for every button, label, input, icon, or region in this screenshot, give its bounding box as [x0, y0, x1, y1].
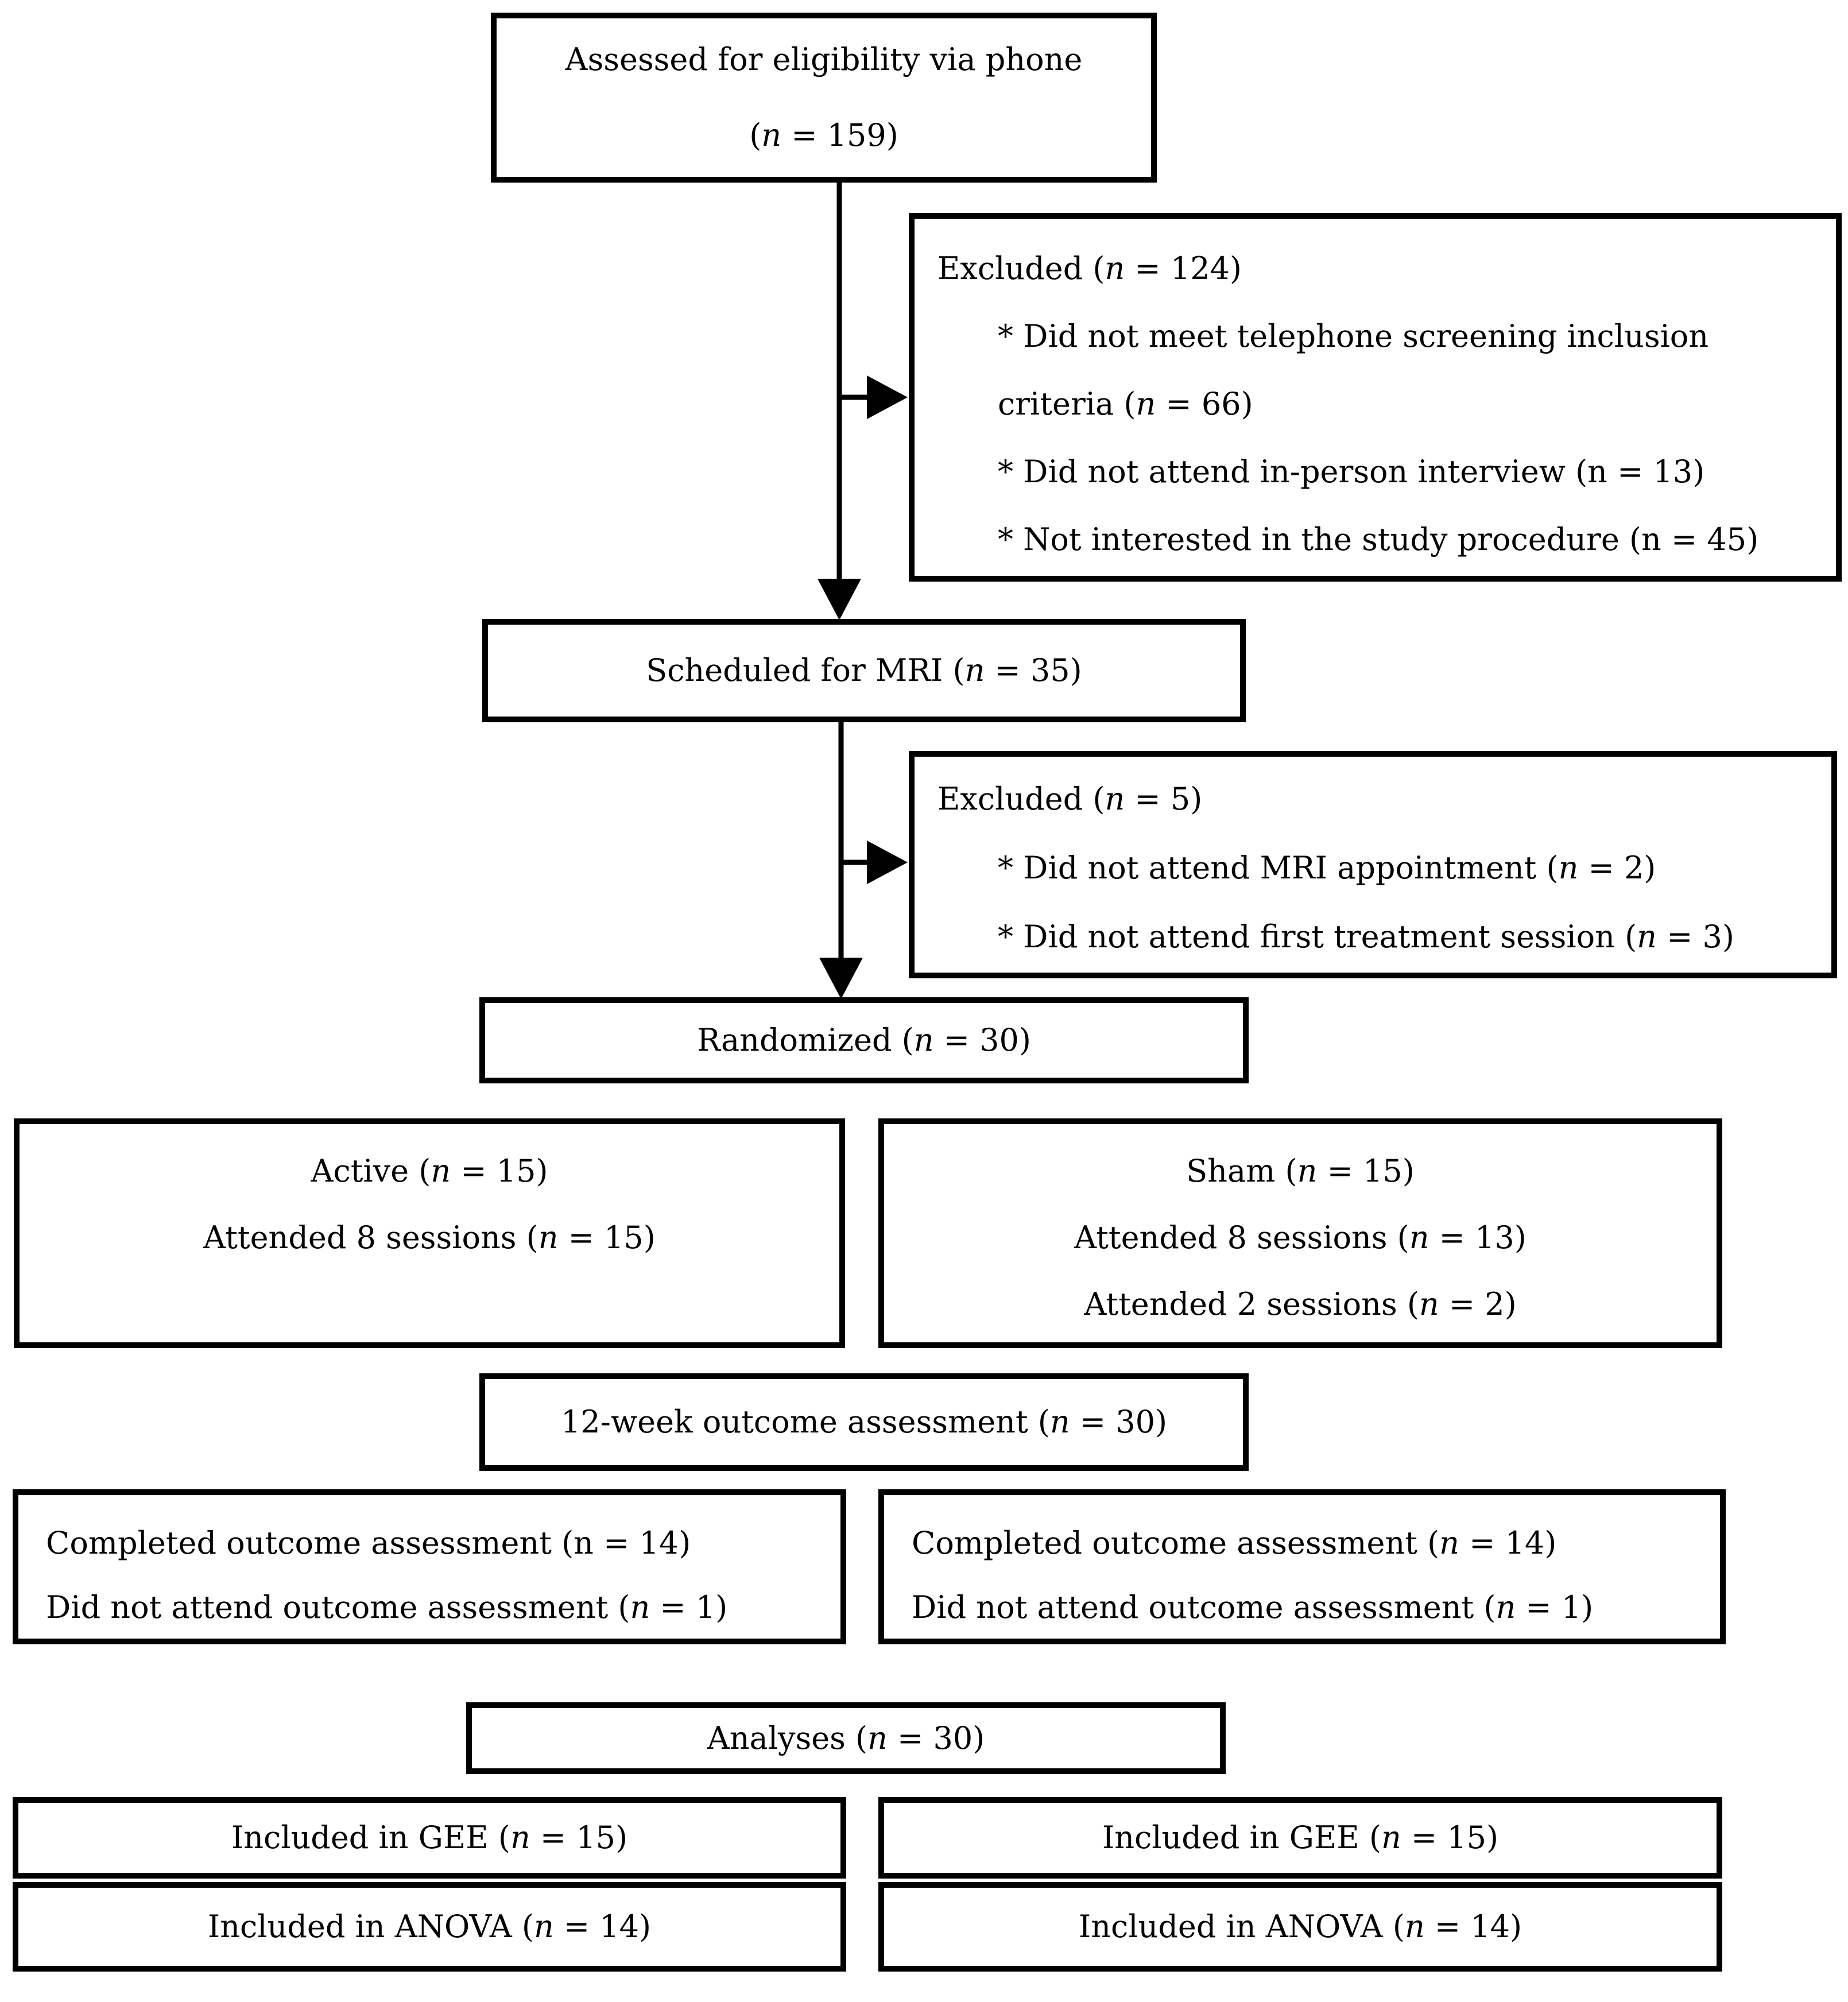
arrowhead-right-icon	[867, 841, 908, 884]
gee-active-box: Included in GEE (n = 15)	[13, 1797, 846, 1879]
active-group-box: Active (n = 15) Attended 8 sessions (n =…	[14, 1118, 845, 1348]
excluded-phone-reason-3: * Not interested in the study procedure …	[998, 521, 1759, 557]
sham-group-sessions-2: Attended 2 sessions (n = 2)	[1084, 1286, 1517, 1322]
sham-group-box: Sham (n = 15) Attended 8 sessions (n = 1…	[878, 1118, 1722, 1348]
excluded-phone-title: Excluded (n = 124)	[937, 250, 1242, 286]
arrowhead-right-icon	[867, 375, 908, 419]
anova-active-box: Included in ANOVA (n = 14)	[13, 1882, 846, 1972]
randomized-label: Randomized (n = 30)	[697, 1022, 1031, 1058]
excluded-phone-reason-1: * Did not meet telephone screening inclu…	[998, 318, 1709, 354]
completed-outcome-active-box: Completed outcome assessment (n = 14) Di…	[13, 1489, 846, 1644]
sham-group-sessions-8: Attended 8 sessions (n = 13)	[1074, 1219, 1527, 1256]
anova-sham-box: Included in ANOVA (n = 14)	[878, 1882, 1722, 1972]
completed-outcome-sham-line-1: Completed outcome assessment (n = 14)	[912, 1525, 1557, 1561]
scheduled-mri-label: Scheduled for MRI (n = 35)	[646, 652, 1082, 688]
completed-outcome-sham-line-2: Did not attend outcome assessment (n = 1…	[912, 1589, 1594, 1625]
assessed-line-2: (n = 159)	[749, 117, 898, 153]
anova-active-label: Included in ANOVA (n = 14)	[207, 1908, 652, 1945]
active-group-label: Active (n = 15)	[311, 1153, 548, 1189]
active-group-sessions-8: Attended 8 sessions (n = 15)	[203, 1219, 656, 1256]
excluded-phone-reason-2: * Did not attend in-person interview (n …	[998, 454, 1705, 490]
excluded-mri-title: Excluded (n = 5)	[937, 781, 1203, 817]
randomized-box: Randomized (n = 30)	[479, 997, 1249, 1083]
outcome-12week-label: 12-week outcome assessment (n = 30)	[560, 1404, 1168, 1440]
analyses-label: Analyses (n = 30)	[707, 1720, 985, 1756]
completed-outcome-sham-box: Completed outcome assessment (n = 14) Di…	[878, 1489, 1726, 1644]
excluded-mri-box: Excluded (n = 5) * Did not attend MRI ap…	[909, 751, 1837, 978]
excluded-mri-reason-1: * Did not attend MRI appointment (n = 2)	[998, 850, 1656, 886]
excluded-phone-reason-1b: criteria (n = 66)	[998, 386, 1253, 422]
arrowhead-down-icon	[818, 579, 861, 620]
arrowhead-down-icon	[819, 958, 863, 999]
analyses-box: Analyses (n = 30)	[466, 1702, 1226, 1774]
gee-sham-label: Included in GEE (n = 15)	[1102, 1819, 1499, 1856]
assessed-eligibility-box: Assessed for eligibility via phone (n = …	[491, 13, 1157, 183]
completed-outcome-active-line-1: Completed outcome assessment (n = 14)	[46, 1525, 691, 1561]
scheduled-mri-box: Scheduled for MRI (n = 35)	[482, 619, 1246, 722]
completed-outcome-active-line-2: Did not attend outcome assessment (n = 1…	[46, 1589, 728, 1625]
gee-sham-box: Included in GEE (n = 15)	[878, 1797, 1722, 1879]
sham-group-label: Sham (n = 15)	[1186, 1153, 1415, 1189]
anova-sham-label: Included in ANOVA (n = 14)	[1078, 1908, 1522, 1945]
excluded-mri-reason-2: * Did not attend first treatment session…	[998, 919, 1734, 955]
gee-active-label: Included in GEE (n = 15)	[231, 1819, 628, 1856]
excluded-phone-box: Excluded (n = 124) * Did not meet teleph…	[909, 213, 1842, 582]
assessed-line-1: Assessed for eligibility via phone	[565, 41, 1083, 78]
outcome-12week-box: 12-week outcome assessment (n = 30)	[479, 1373, 1249, 1471]
